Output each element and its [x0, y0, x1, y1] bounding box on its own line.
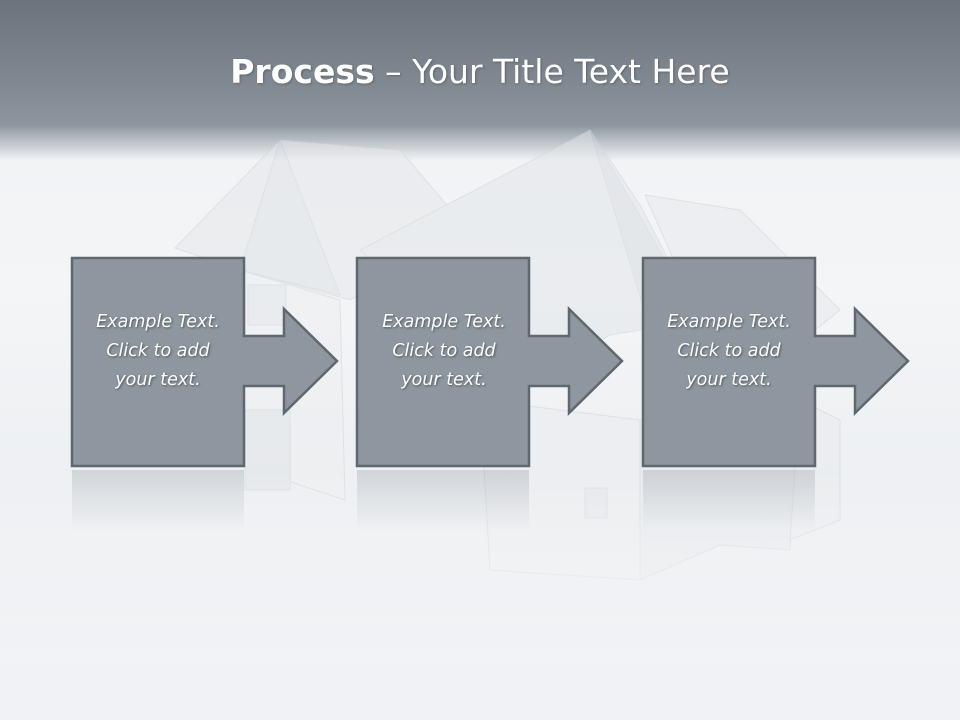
step-shape-2[interactable]	[355, 256, 624, 530]
step-text-1[interactable]: Example Text. Click to add your text.	[72, 308, 244, 395]
title-banner	[0, 0, 960, 160]
title-bold-text: Process	[230, 52, 375, 91]
step-text-2[interactable]: Example Text. Click to add your text.	[358, 308, 530, 395]
step-2-line-2: Click to add	[392, 341, 496, 361]
step-1-line-3: your text.	[115, 370, 201, 390]
step-3-line-1: Example Text.	[667, 312, 791, 332]
step-3-line-3: your text.	[686, 370, 772, 390]
step-shape-3[interactable]	[641, 256, 910, 530]
step-text-3[interactable]: Example Text. Click to add your text.	[643, 308, 815, 395]
step-3-line-2: Click to add	[677, 341, 781, 361]
title-rest-text: – Your Title Text Here	[374, 52, 730, 91]
slide-title[interactable]: Process – Your Title Text Here	[0, 52, 960, 91]
step-shape-1[interactable]	[70, 256, 339, 530]
step-2-line-3: your text.	[401, 370, 487, 390]
step-1-line-2: Click to add	[106, 341, 210, 361]
step-2-line-1: Example Text.	[382, 312, 506, 332]
step-1-line-1: Example Text.	[96, 312, 220, 332]
